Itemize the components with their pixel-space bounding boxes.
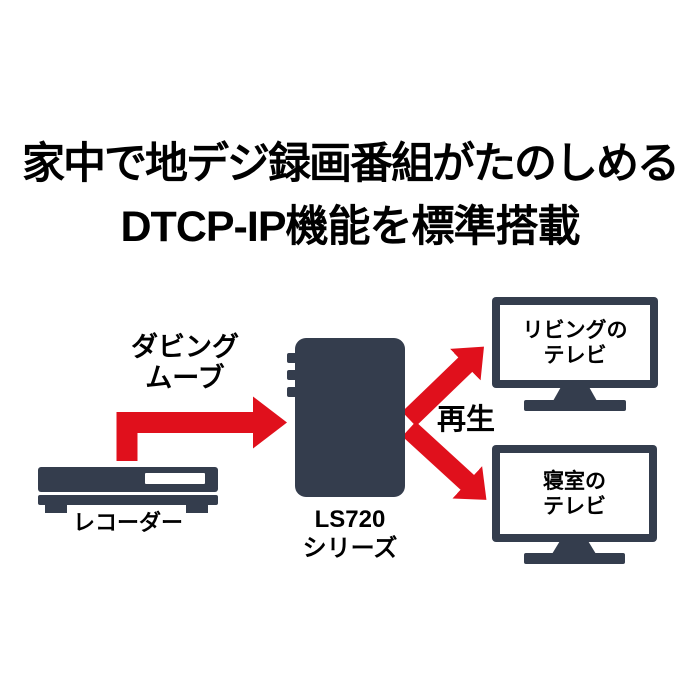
nas-vent-tab: [287, 370, 299, 380]
tv-stand-base: [524, 553, 625, 564]
elbow-right-arrow-icon: [116, 396, 287, 461]
headline-line1: 家中で地デジ録画番組がたのしめる: [22, 140, 680, 188]
recorder-base: [38, 495, 218, 505]
tv-living-label-line1: リビングの: [522, 318, 628, 342]
recorder-foot-left: [45, 504, 67, 513]
tv-screen-bedroom: 寝室の テレビ: [500, 453, 649, 534]
nas-label: LS720 シリーズ: [283, 505, 417, 563]
tv-living-label-line2: テレビ: [543, 343, 607, 367]
transfer-arrow-label-line1: ダビング: [131, 332, 239, 362]
tv-stand-neck: [552, 541, 596, 554]
tv-screen-living: リビングの テレビ: [500, 305, 650, 380]
tv-bedroom-label-line2: テレビ: [543, 494, 606, 518]
tv-stand-base: [524, 400, 626, 411]
nas-label-line1: LS720: [314, 506, 386, 533]
recorder-display-window: [145, 473, 205, 484]
transfer-arrow-label: ダビング ムーブ: [110, 332, 260, 394]
tv-icon-bedroom: 寝室の テレビ: [492, 445, 657, 542]
playback-label: 再生: [436, 404, 495, 436]
recorder-label: レコーダー: [72, 510, 183, 535]
tv-stand-neck: [553, 387, 597, 401]
tv-bedroom-label-line1: 寝室の: [543, 469, 606, 493]
recorder-foot-right: [186, 504, 208, 513]
nas-icon: [295, 338, 405, 497]
transfer-arrow-label-line2: ムーブ: [145, 363, 225, 393]
nas-vent-tab: [287, 387, 299, 397]
tv-icon-living: リビングの テレビ: [492, 297, 658, 388]
headline-line2: DTCP-IP機能を標準搭載: [120, 203, 581, 251]
nas-label-line2: シリーズ: [302, 535, 398, 562]
nas-vent-tab: [287, 353, 299, 363]
